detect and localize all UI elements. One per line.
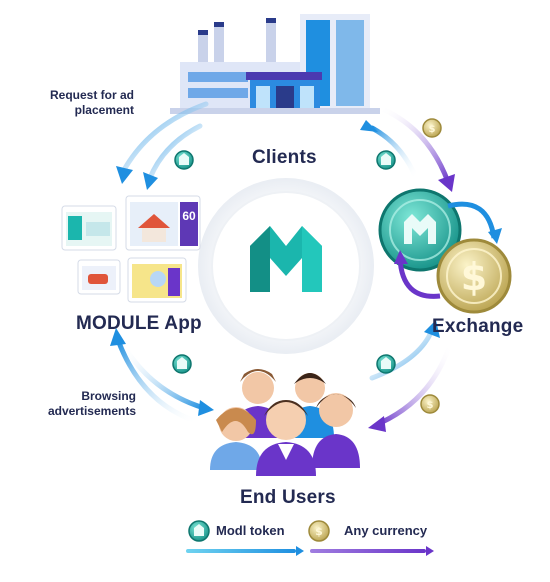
note-browsing: Browsing advertisements (47, 389, 136, 418)
module-logo-icon (250, 226, 322, 292)
svg-text:$: $ (427, 400, 434, 411)
currency-coin-icon: $ (461, 255, 487, 299)
node-exchange: Exchange (432, 316, 524, 337)
currency-coin-icon: $ (422, 118, 442, 138)
svg-text:$: $ (429, 124, 436, 135)
modl-token-icon (376, 150, 396, 170)
note-request-ad: Request for ad placement (49, 88, 134, 117)
node-end-users: End Users (240, 487, 336, 508)
legend-currency-line (310, 549, 426, 553)
arrow-exchange-clients (360, 120, 419, 181)
node-module-app: MODULE App (76, 313, 202, 334)
exchange-coins: $ (378, 188, 512, 314)
legend-token-line (186, 549, 296, 553)
arrow-to-app-inner (143, 123, 203, 190)
arrow-exchange-users (368, 341, 453, 432)
legend-currency-label: Any currency (344, 523, 428, 538)
clients-building (170, 14, 380, 114)
center-logo (198, 178, 374, 354)
modl-token-icon (172, 354, 192, 374)
arrow-clients-exchange (377, 105, 455, 192)
arrow-request-ad (116, 101, 209, 184)
arrow-app-users (121, 343, 214, 416)
screen-badge: 60 (182, 209, 196, 223)
end-users-people (210, 369, 360, 476)
legend-token-label: Modl token (216, 523, 285, 538)
modl-token-icon (174, 150, 194, 170)
currency-coin-icon: $ (420, 394, 440, 414)
arrow-users-app (110, 328, 201, 425)
module-app-screens: 60 (61, 195, 201, 303)
arrow-users-exchange (369, 320, 440, 381)
legend: $ (186, 520, 434, 556)
modl-token-icon (404, 214, 436, 244)
svg-text:$: $ (315, 525, 323, 538)
node-clients: Clients (252, 147, 317, 168)
modl-token-icon (376, 354, 396, 374)
legend-currency-icon (308, 520, 330, 542)
